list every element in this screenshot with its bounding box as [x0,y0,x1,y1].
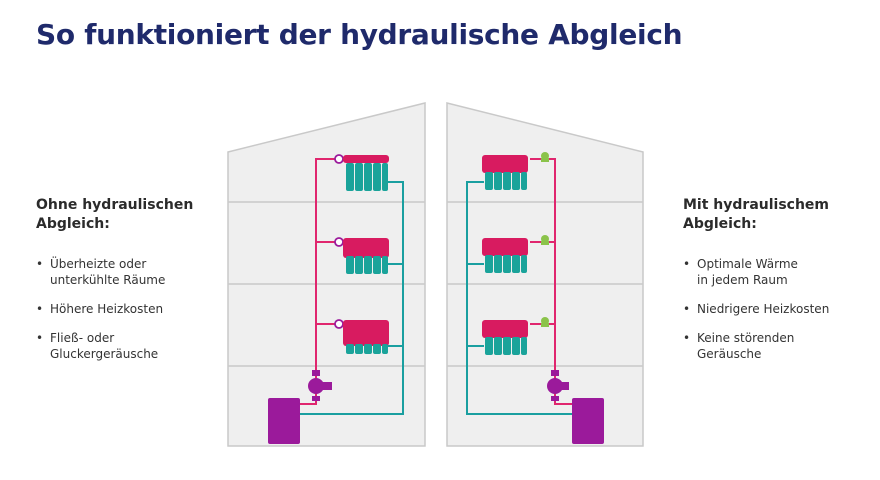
right-radiator-3-icon [482,320,528,355]
left-heading-line-2: Abgleich: [36,216,110,232]
right-bullet-lower-costs: Niedrigere Heizkosten [683,301,880,317]
left-radiator-3-icon [343,320,389,354]
house-right [446,102,644,447]
right-valve-1-icon [541,152,549,162]
right-bullet-optimal-heat: Optimale Wärme in jedem Raum [683,256,880,288]
left-valve-3-icon [334,319,344,329]
right-panel-with-balancing: Mit hydraulischem Abgleich: Optimale Wär… [683,196,880,375]
right-radiator-2-icon [482,238,528,273]
left-bullet-higher-costs: Höhere Heizkosten [36,301,236,317]
right-boiler-icon [572,398,604,444]
right-heading-line-1: Mit hydraulischem [683,197,830,213]
left-bullet-1-line-2: unterkühlte Räume [50,273,166,287]
right-valve-2-icon [541,235,549,245]
left-bullet-noises: Fließ- oder Gluckergeräusche [36,330,236,362]
left-return-pipe [300,181,404,415]
right-bullet-3-line-2: Geräusche [697,347,762,361]
right-bullet-list: Optimale Wärme in jedem Raum Niedrigere … [683,256,880,362]
right-valve-3-icon [541,317,549,327]
left-supply-pipe [300,158,338,405]
right-heading-line-2: Abgleich: [683,216,757,232]
left-heading-line-1: Ohne hydraulischen [36,197,194,213]
left-bullet-overheated: Überheizte oder unterkühlte Räume [36,256,236,288]
right-bullet-1-line-2: in jedem Raum [697,273,788,287]
left-heading: Ohne hydraulischen Abgleich: [36,196,236,234]
right-bullet-3-line-1: Keine störenden [697,331,795,345]
left-bullet-3-line-2: Gluckergeräusche [50,347,159,361]
right-heading: Mit hydraulischem Abgleich: [683,196,880,234]
page-title: So funktioniert der hydraulische Abgleic… [36,18,683,51]
right-pump-icon [547,370,569,401]
left-boiler-icon [268,398,300,444]
right-bullet-1-line-1: Optimale Wärme [697,257,798,271]
left-pump-icon [308,370,332,401]
house-left [227,102,426,447]
right-return-pipe [466,181,572,415]
left-panel-without-balancing: Ohne hydraulischen Abgleich: Überheizte … [36,196,236,375]
right-bullet-2-line-1: Niedrigere Heizkosten [697,302,830,316]
left-bullet-2-line-1: Höhere Heizkosten [50,302,164,316]
left-radiator-2-icon [343,238,389,274]
left-bullet-list: Überheizte oder unterkühlte Räume Höhere… [36,256,236,362]
right-radiator-1-icon [482,155,528,190]
left-radiator-1-icon [343,155,389,191]
left-valve-2-icon [334,237,344,247]
left-valve-1-icon [334,154,344,164]
left-bullet-1-line-1: Überheizte oder [50,257,147,271]
house-left-outline [227,102,426,447]
right-bullet-no-noise: Keine störenden Geräusche [683,330,880,362]
left-bullet-3-line-1: Fließ- oder [50,331,115,345]
